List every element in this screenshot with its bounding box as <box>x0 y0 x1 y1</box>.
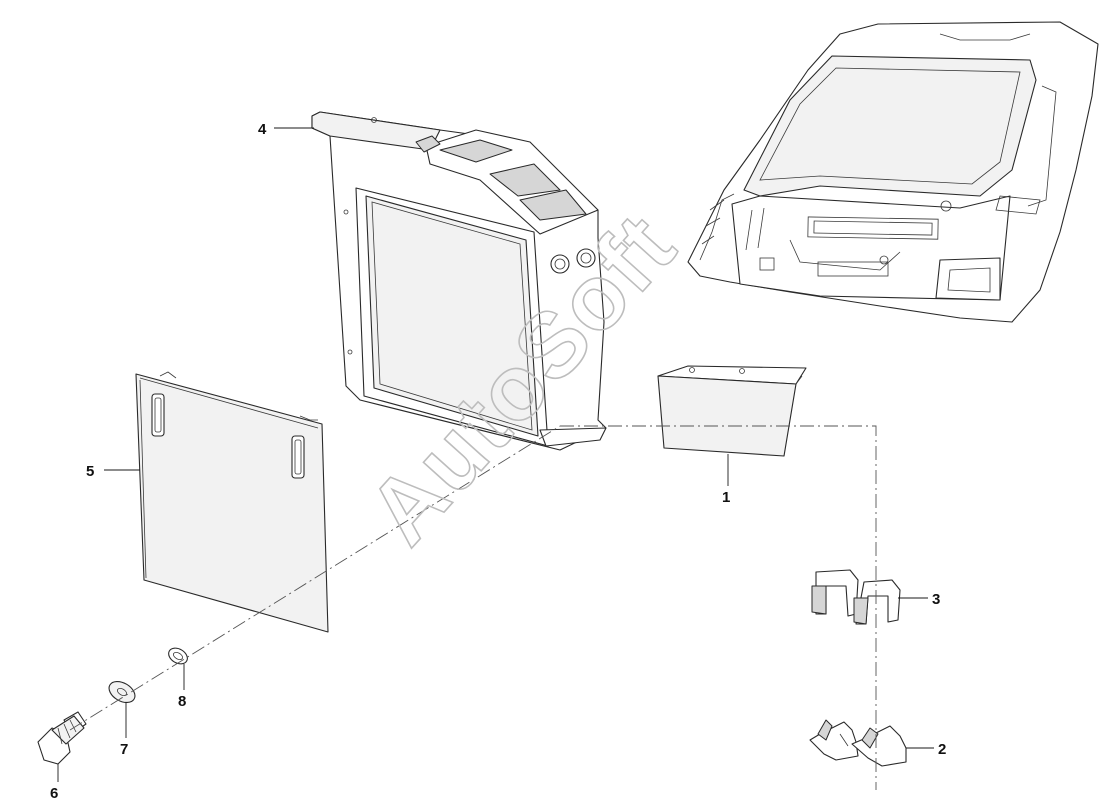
callout-1: 1 <box>722 489 730 506</box>
part-3-clip-right <box>853 579 901 625</box>
part-8-nut <box>168 647 188 665</box>
part-6-bolt <box>37 711 87 765</box>
assembly-lines <box>69 425 877 790</box>
callout-3: 3 <box>932 591 940 608</box>
part-2-bracket-left <box>809 719 859 761</box>
part-5-cover-panel <box>135 371 329 633</box>
leader-lines <box>57 127 934 782</box>
part-3-clip-left <box>811 569 859 617</box>
part-2-bracket-right <box>851 725 907 767</box>
callout-5: 5 <box>86 463 94 480</box>
callout-2: 2 <box>938 741 946 758</box>
callout-8: 8 <box>178 693 186 710</box>
callout-4: 4 <box>258 121 267 138</box>
callout-labels: 4 5 1 3 2 8 7 6 <box>50 121 946 802</box>
cab-shell <box>687 21 1099 323</box>
callout-7: 7 <box>120 741 128 758</box>
part-4-console-frame <box>311 111 607 451</box>
callout-6: 6 <box>50 785 58 802</box>
part-7-washer <box>108 680 136 704</box>
part-1-bracket-plate <box>657 365 807 457</box>
